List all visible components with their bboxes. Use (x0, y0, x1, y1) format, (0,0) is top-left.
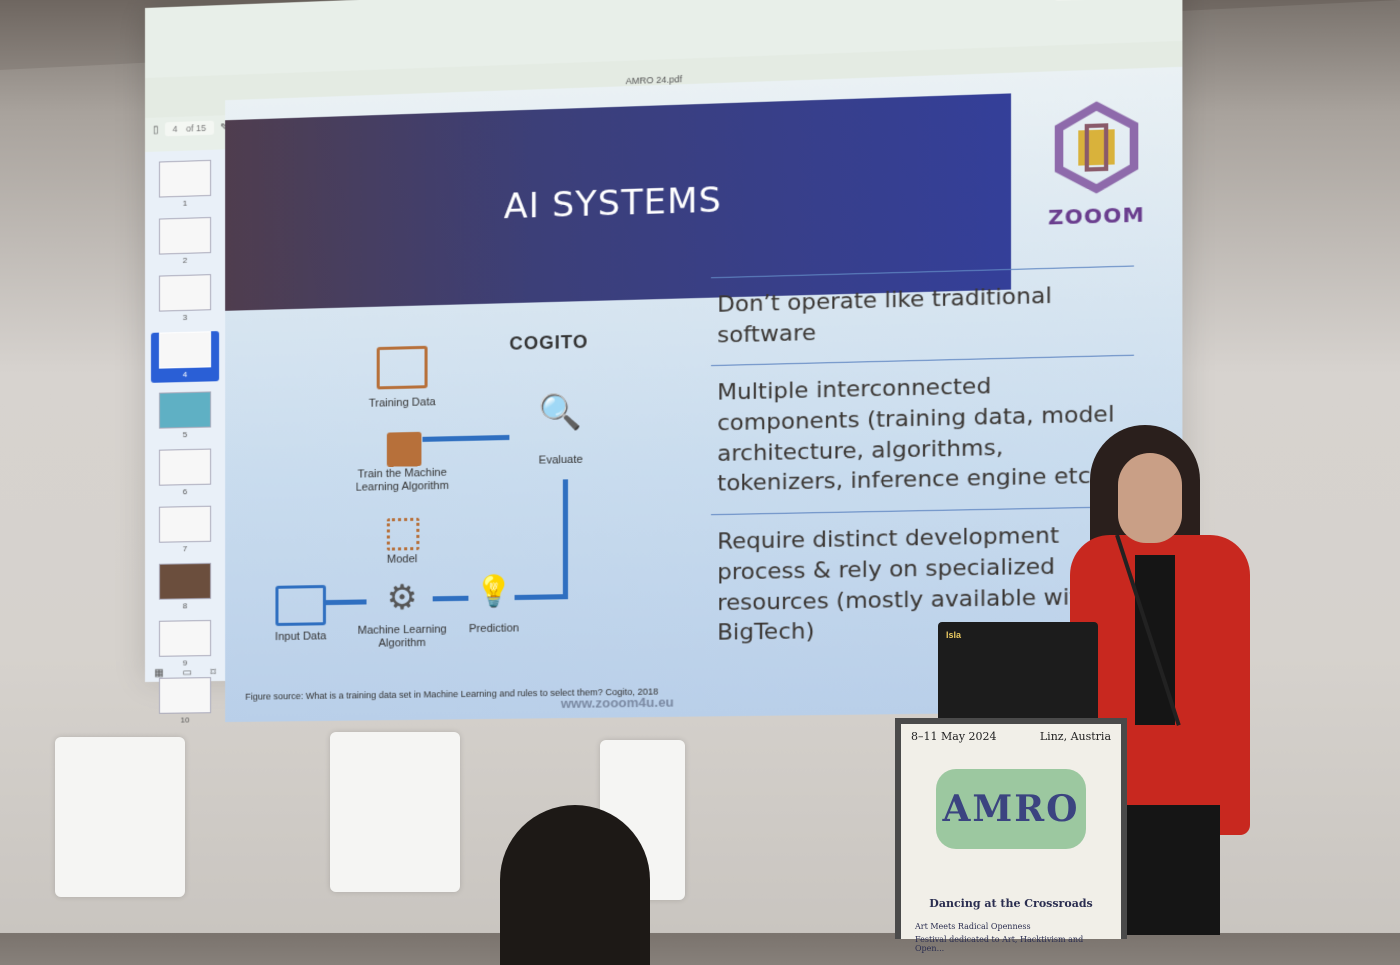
evaluate-arrow-vertical (562, 479, 569, 600)
laptop: Isla (938, 622, 1098, 722)
input-data-label: Input Data (275, 630, 327, 644)
thumbnail-item-2[interactable]: 2 (145, 216, 225, 266)
sidebar-view-switcher: ▦ ▭ ⌑ (145, 663, 225, 682)
podium-poster: 8–11 May 2024 Linz, Austria AMRO Dancing… (895, 718, 1127, 953)
zooom-logo: ZOOOM (1032, 99, 1161, 230)
hexagon-cube-icon (1048, 99, 1144, 195)
thumbnail-item-3[interactable]: 3 (145, 274, 225, 323)
ml-algorithm-label: Machine Learning Algorithm (357, 623, 447, 650)
prediction-label: Prediction (468, 622, 520, 636)
feedback-arrow (422, 434, 510, 442)
poster-location: Linz, Austria (1039, 730, 1111, 743)
current-page-input[interactable]: 4 (172, 123, 178, 135)
lightbulb-icon: 💡 (474, 574, 514, 609)
bullet-item: Don’t operate like traditional software (710, 265, 1134, 366)
page-total: of 15 (186, 122, 207, 134)
poster-tagline: Dancing at the Crossroads (929, 897, 1093, 910)
thumbnail-item-5[interactable]: 5 (145, 391, 225, 440)
train-algorithm-label: Train the Machine Learning Algorithm (355, 466, 449, 494)
audience-member-head (500, 805, 650, 965)
poster-event-name: AMRO (936, 769, 1086, 849)
chair (55, 737, 185, 897)
thumbnail-item-8[interactable]: 8 (145, 562, 225, 611)
projection-screen: 69.1% ▾ ⌕ ☰ AMRO 24.pdf ▯ 4 of 15 ✎ 1 2 … (145, 0, 1183, 725)
thumbnail-item-1[interactable]: 1 (145, 159, 225, 209)
prediction-arrow (432, 595, 469, 602)
grid-icon[interactable]: ▦ (154, 667, 164, 679)
poster-dates: 8–11 May 2024 (911, 730, 997, 743)
viewer-topbar: 69.1% ▾ ⌕ ☰ (1055, 0, 1174, 1)
thumbnail-sidebar: 1 2 3 4 5 6 7 8 9 10 ▦ ▭ ⌑ (145, 149, 226, 725)
poster-subtitle: Art Meets Radical Openness (915, 922, 1031, 931)
laptop-icon (376, 345, 428, 390)
ml-workflow-diagram: COGITO Training Data Train the Machine L… (245, 319, 674, 692)
page-indicator[interactable]: 4 of 15 (164, 120, 215, 137)
chair (330, 732, 460, 892)
input-arrow (325, 599, 367, 606)
thumbnail-item-6[interactable]: 6 (145, 448, 225, 497)
evaluate-label: Evaluate (538, 453, 583, 467)
thumbnail-item-9[interactable]: 9 (145, 619, 225, 668)
thumbnail-item-7[interactable]: 7 (145, 505, 225, 554)
poster-description: Festival dedicated to Art, Hacktivism an… (915, 935, 1084, 953)
thumbnail-item-10[interactable]: 10 (145, 677, 225, 725)
evaluate-arrow-horizontal (514, 594, 566, 601)
footer-url: www.zooom4u.eu (560, 694, 674, 712)
magnifier-icon: 🔍 (539, 392, 583, 433)
thumbnail-item-4[interactable]: 4 (150, 331, 220, 383)
slide-title: AI SYSTEMS (503, 179, 723, 228)
training-data-label: Training Data (368, 396, 436, 410)
laptop-icon (275, 584, 326, 627)
zoom-level-dropdown[interactable]: 69.1% ▾ (1055, 0, 1111, 1)
laptop-sticker: Isla (946, 630, 962, 640)
teacher-icon (386, 431, 422, 467)
sidebar-icon[interactable]: ▯ (152, 124, 159, 136)
gears-icon: ⚙ (386, 578, 418, 618)
comment-icon[interactable]: ▭ (182, 666, 192, 678)
cube-icon (386, 517, 420, 551)
model-label: Model (386, 553, 418, 566)
cogito-brand: COGITO (509, 331, 589, 354)
bookmark-icon[interactable]: ⌑ (210, 666, 216, 678)
logo-text: ZOOOM (1048, 201, 1145, 230)
